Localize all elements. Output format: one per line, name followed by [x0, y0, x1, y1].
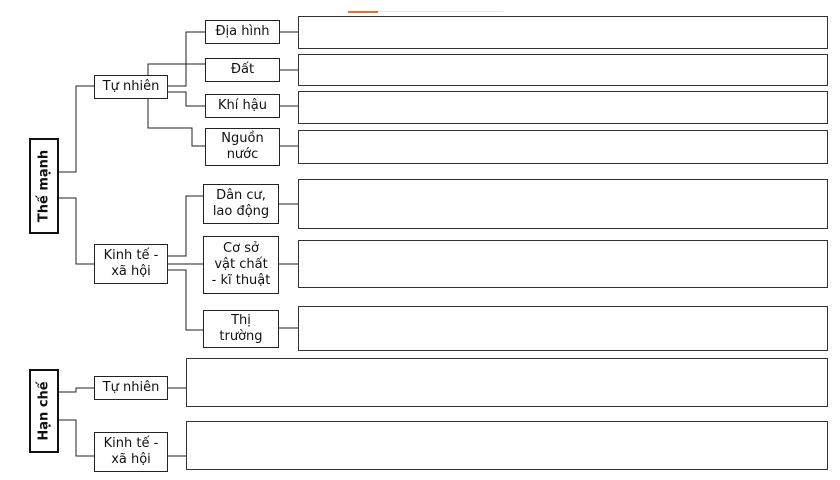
answer-box-limit-socio[interactable] — [186, 421, 828, 470]
limit-socio-box: Kinh tế - xã hội — [94, 432, 168, 472]
strengths-box: Thế mạnh — [29, 138, 59, 234]
connector-natural-answers — [280, 31, 298, 147]
answer-box-water[interactable] — [298, 130, 828, 164]
answer-box-terrain[interactable] — [298, 16, 828, 49]
limits-box: Hạn chế — [29, 369, 59, 453]
natural-box: Tự nhiên — [94, 75, 168, 99]
answer-box-infrastructure[interactable] — [298, 240, 828, 288]
answer-box-soil[interactable] — [298, 54, 828, 86]
connector-natural-items — [147, 31, 205, 147]
natural-item-terrain: Địa hình — [205, 20, 280, 44]
socio-item-market: Thị trường — [203, 310, 279, 348]
connector-strengths — [58, 85, 94, 265]
natural-item-water: Nguồn nước — [205, 128, 280, 166]
header-line — [378, 11, 503, 12]
answer-box-limit-natural[interactable] — [186, 358, 828, 407]
strengths-label: Thế mạnh — [36, 149, 52, 223]
socio-box: Kinh tế - xã hội — [94, 244, 168, 284]
answer-box-climate[interactable] — [298, 91, 828, 124]
answer-box-market[interactable] — [298, 306, 828, 351]
connector-socio-answers — [279, 203, 298, 329]
natural-item-soil: Đất — [205, 58, 280, 82]
limit-natural-box: Tự nhiên — [94, 376, 168, 400]
socio-item-infrastructure: Cơ sở vật chất - kĩ thuật — [203, 236, 279, 294]
limits-label: Hạn chế — [36, 381, 52, 441]
connector-limits — [58, 387, 94, 457]
answer-box-population[interactable] — [298, 179, 828, 229]
accent-line — [348, 11, 378, 13]
connector-socio-items — [168, 195, 203, 331]
connector-limit-answers — [168, 387, 186, 457]
natural-item-climate: Khí hậu — [205, 94, 280, 118]
socio-item-population: Dân cư, lao động — [203, 184, 279, 224]
